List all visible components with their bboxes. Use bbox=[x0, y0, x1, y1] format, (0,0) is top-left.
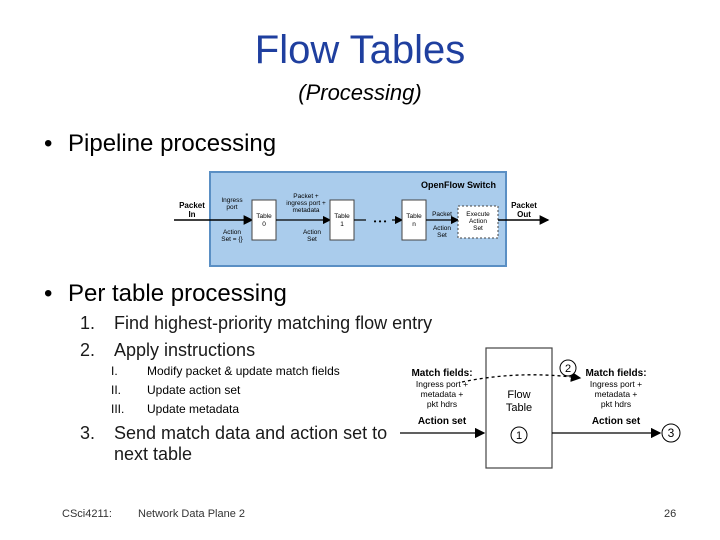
slide-subtitle: (Processing) bbox=[298, 80, 422, 105]
flow-table-box bbox=[485, 347, 553, 469]
bullet-text: Per table processing bbox=[68, 280, 287, 307]
bullet-marker: • bbox=[44, 280, 53, 307]
substep-text: Update action set bbox=[147, 383, 241, 397]
circle-3-label: 3 bbox=[668, 426, 675, 440]
step-number: 3. bbox=[80, 423, 96, 443]
substep-2: II. Update action set bbox=[111, 383, 240, 397]
match-fields-left: Match fields: bbox=[411, 368, 472, 379]
table-1-box bbox=[329, 199, 355, 241]
substep-1: I. Modify packet & update match fields bbox=[111, 364, 340, 378]
dashed-match-arrow bbox=[461, 371, 582, 383]
table-n-box bbox=[401, 199, 427, 241]
footer-course: CSci4211: bbox=[62, 508, 112, 520]
step-text: Apply instructions bbox=[114, 340, 256, 360]
circle-1-label: 1 bbox=[516, 430, 522, 442]
substep-number: I. bbox=[111, 364, 118, 378]
step-3: 3. Send match data and action set to bbox=[80, 423, 387, 444]
step-number: 1. bbox=[80, 313, 96, 333]
circle-1 bbox=[510, 426, 528, 444]
table-0-box bbox=[251, 199, 277, 241]
match-left-detail: Ingress port +metadata +pkt hdrs bbox=[416, 379, 468, 409]
bullet-pipeline: • Pipeline processing bbox=[44, 130, 276, 158]
match-fields-right: Match fields: bbox=[585, 368, 646, 379]
circle-3 bbox=[661, 423, 681, 443]
substep-number: II. bbox=[111, 383, 122, 397]
packet-label: Packet bbox=[432, 211, 452, 218]
substep-3: III. Update metadata bbox=[111, 402, 239, 416]
execute-action-box bbox=[457, 205, 499, 239]
ellipsis: • • • bbox=[374, 217, 387, 226]
flow-table-diagram: Match fields: Ingress port +metadata +pk… bbox=[400, 347, 681, 469]
match-right-detail: Ingress port +metadata +pkt hdrs bbox=[590, 379, 642, 409]
step-1: 1. Find highest-priority matching flow en… bbox=[80, 313, 432, 334]
circle-2-label: 2 bbox=[565, 363, 571, 375]
step-number: 2. bbox=[80, 340, 96, 360]
slide-title: Flow Tables bbox=[254, 28, 466, 72]
substep-number: III. bbox=[111, 402, 125, 416]
bullet-text: Pipeline processing bbox=[68, 130, 277, 157]
substep-text: Update metadata bbox=[147, 402, 240, 416]
switch-label: OpenFlow Switch bbox=[421, 180, 496, 190]
step-text: Find highest-priority matching flow entr… bbox=[114, 313, 433, 333]
step-2: 2. Apply instructions bbox=[80, 340, 255, 361]
circle-2 bbox=[559, 359, 577, 377]
footer-topic: Network Data Plane 2 bbox=[138, 508, 245, 520]
bullet-marker: • bbox=[44, 130, 53, 157]
page-number: 26 bbox=[664, 508, 677, 520]
step-text: Send match data and action set to bbox=[114, 423, 388, 443]
step-3-continued: next table bbox=[114, 444, 193, 464]
action-set-left: Action set bbox=[418, 416, 467, 427]
substep-text: Modify packet & update match fields bbox=[147, 364, 340, 378]
packet-meta-label: Packet +ingress port +metadata bbox=[286, 193, 326, 214]
action-set-right: Action set bbox=[592, 416, 641, 427]
bullet-per-table: • Per table processing bbox=[44, 280, 287, 308]
